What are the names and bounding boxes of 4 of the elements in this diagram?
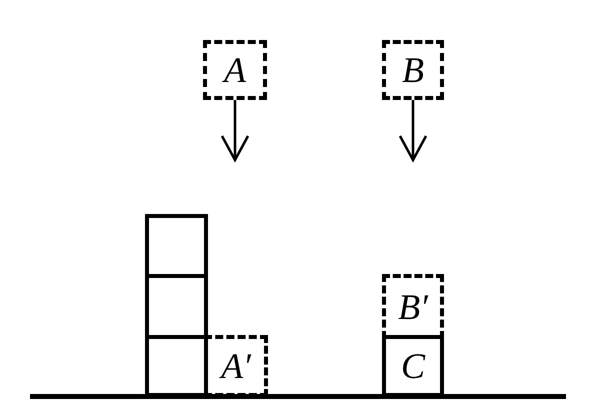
arrow [220,100,250,162]
dashed-block: A [203,40,267,100]
arrow [398,100,428,162]
dashed-block: B [382,40,444,100]
